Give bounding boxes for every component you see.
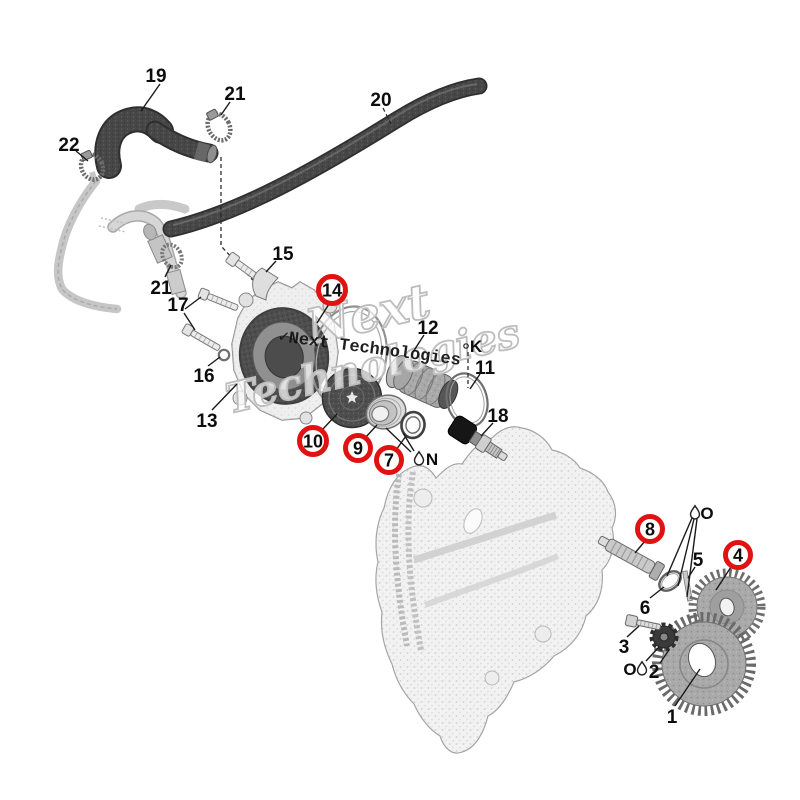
water-pump-housing-13 xyxy=(231,267,339,425)
svg-text:4: 4 xyxy=(733,546,743,566)
pump-shaft-8 xyxy=(597,535,665,581)
highlight-circle xyxy=(316,274,348,306)
callout-letter-o-top: O xyxy=(700,504,713,523)
callout-20: 20 xyxy=(370,90,391,111)
bolt-3 xyxy=(624,614,662,631)
callout-8-circled: 8 xyxy=(635,514,665,544)
outlet-fitting-12 xyxy=(385,355,459,409)
highlight-circle xyxy=(374,445,404,475)
hose-clamp-21-lower xyxy=(160,242,184,270)
lubricant-drop-icon xyxy=(689,504,701,520)
highlight-circle xyxy=(723,540,753,570)
o-ring-6 xyxy=(658,570,682,592)
callout-11: 11 xyxy=(475,358,496,379)
callout-6: 6 xyxy=(640,598,651,619)
crankcase xyxy=(375,426,617,754)
coolant-pipes-left xyxy=(53,171,190,314)
sprocket-gear-1 xyxy=(652,612,756,716)
highlight-circle xyxy=(343,433,373,463)
svg-text:10: 10 xyxy=(303,432,323,452)
callout-17: 17 xyxy=(167,295,188,316)
callout-7-circled: 7 xyxy=(374,445,404,475)
callout-1: 1 xyxy=(667,707,678,728)
callout-3: 3 xyxy=(619,637,630,658)
svg-text:7: 7 xyxy=(384,451,394,471)
callout-14-circled: 14 xyxy=(316,274,348,306)
hose-19 xyxy=(94,106,219,179)
callout-4-circled: 4 xyxy=(723,540,753,570)
pump-inlet-elbow xyxy=(252,267,279,301)
callout-2: 2 xyxy=(649,662,660,683)
callout-12: 12 xyxy=(417,318,438,339)
callout-13: 13 xyxy=(196,411,217,432)
hose-20 xyxy=(162,77,488,238)
callout-10-circled: 10 xyxy=(297,425,329,457)
sprocket-gear-4 xyxy=(688,568,766,646)
callout-5: 5 xyxy=(693,550,704,571)
callout-19: 19 xyxy=(145,66,166,87)
callout-15: 15 xyxy=(272,244,294,265)
callout-21-top: 21 xyxy=(224,84,246,105)
callout-16: 16 xyxy=(193,366,214,387)
callout-9-circled: 9 xyxy=(343,433,373,463)
svg-text:14: 14 xyxy=(322,281,342,301)
svg-text:8: 8 xyxy=(645,520,655,540)
highlight-circle xyxy=(635,514,665,544)
callout-letter-o-bottom: O xyxy=(623,660,636,679)
lubricant-drop-icon xyxy=(413,450,425,466)
svg-text:9: 9 xyxy=(353,439,363,459)
callout-22: 22 xyxy=(58,135,79,156)
hub-2 xyxy=(649,622,679,652)
o-ring-16 xyxy=(217,348,231,362)
hose-clamp-21-top xyxy=(205,108,233,143)
connection-dashed-line xyxy=(220,157,264,292)
bolt-17a xyxy=(197,287,239,311)
seal-ring-7 xyxy=(400,410,426,440)
impeller-star xyxy=(346,391,358,403)
leader-lines xyxy=(75,83,732,707)
temperature-sensor-18 xyxy=(447,415,508,461)
highlight-circle xyxy=(297,425,329,457)
callout-letter-k: K xyxy=(470,337,483,356)
callout-21-lower: 21 xyxy=(150,278,172,299)
seal-9 xyxy=(365,394,407,430)
pin-5 xyxy=(682,570,693,602)
timing-chain xyxy=(392,473,410,647)
callout-letter-n: N xyxy=(426,450,438,469)
callouts: 1 2 3 5 6 11 12 13 15 16 17 18 19 20 21 … xyxy=(58,66,753,728)
callout-18: 18 xyxy=(487,406,508,427)
bolt-17b xyxy=(181,323,221,351)
lubricant-drop-icon xyxy=(636,660,648,676)
